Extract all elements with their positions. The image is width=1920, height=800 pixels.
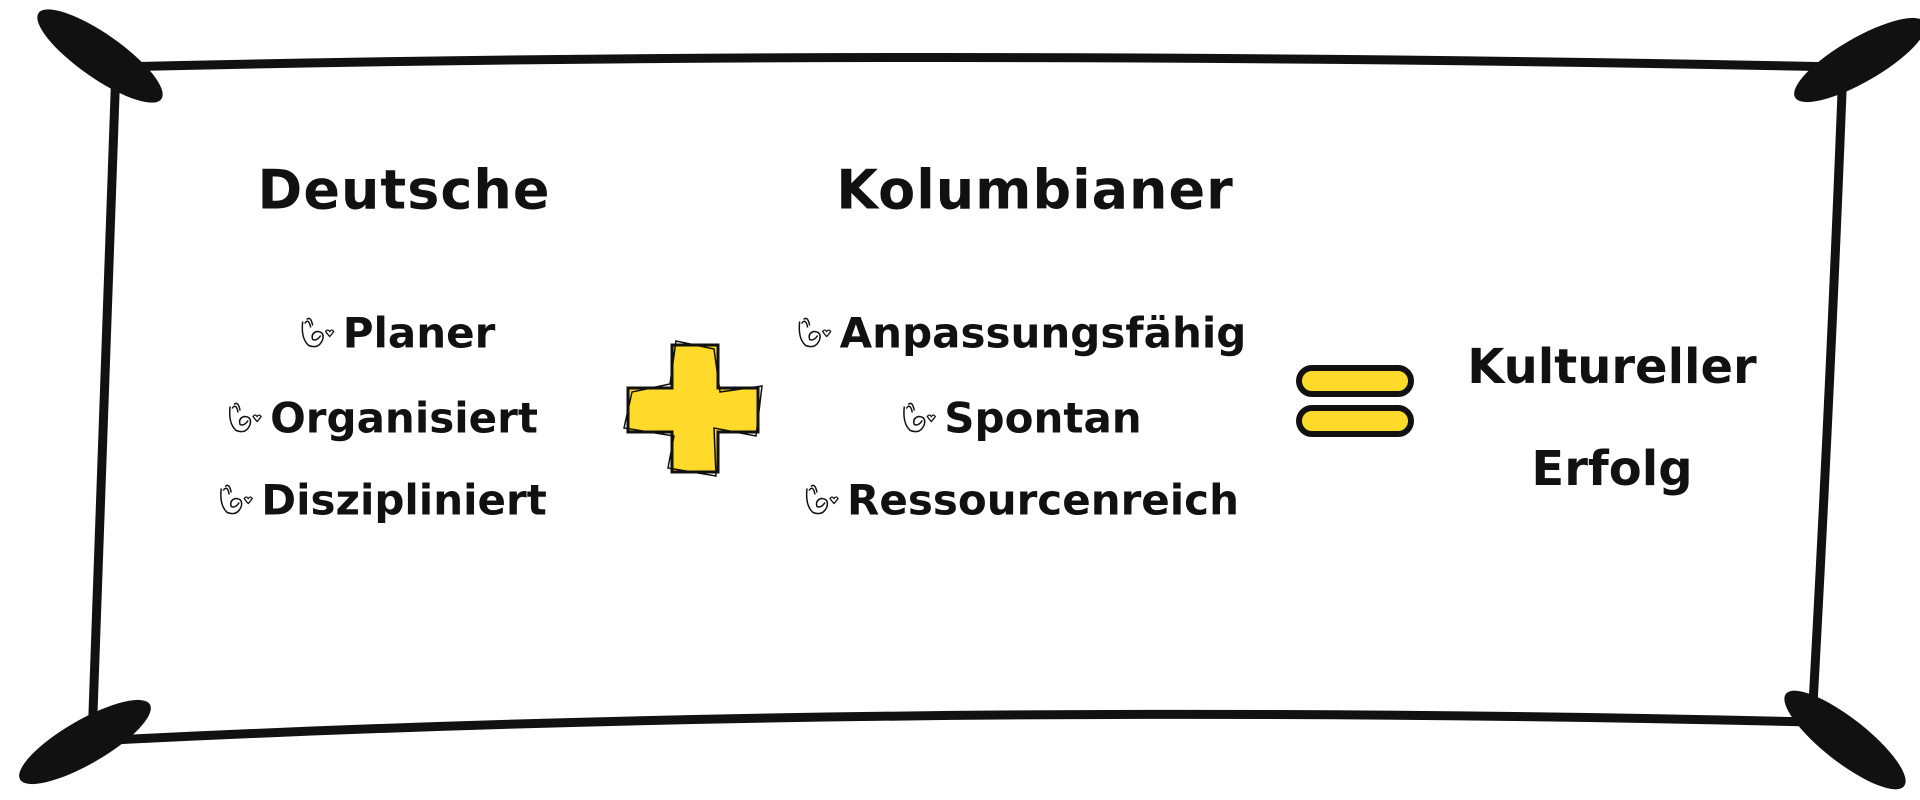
corner-pin-bl <box>19 699 151 785</box>
ok-hand-icon <box>220 484 254 514</box>
plus-icon <box>623 340 763 477</box>
right-item: Anpassungsfähig <box>792 308 1247 358</box>
ok-hand-icon <box>228 402 262 432</box>
equals-icon <box>1296 365 1414 437</box>
right-item: Spontan <box>896 393 1142 443</box>
ok-hand-icon <box>301 317 335 347</box>
item-label: Ressourcenreich <box>847 475 1239 525</box>
right-column-title: Kolumbianer <box>836 158 1234 222</box>
item-label: Planer <box>342 308 496 358</box>
item-label: Spontan <box>944 393 1142 443</box>
left-item: Planer <box>295 308 496 358</box>
left-column-title: Deutsche <box>257 158 551 222</box>
item-label: Organisiert <box>270 393 538 443</box>
corner-pin-tl <box>37 9 163 103</box>
left-item: Diszipliniert <box>213 476 547 525</box>
item-label: Anpassungsfähig <box>839 308 1247 358</box>
right-item: Ressourcenreich <box>799 476 1239 525</box>
ok-hand-icon <box>903 402 937 432</box>
ok-hand-icon <box>798 317 832 347</box>
left-item: Organisiert <box>222 394 538 443</box>
item-label: Diszipliniert <box>261 475 547 525</box>
corner-pin-br <box>1784 690 1906 790</box>
result-line-1: Kultureller <box>1467 339 1757 395</box>
corner-pin-tr <box>1794 17 1920 103</box>
ok-hand-icon <box>805 484 839 514</box>
result-line-2: Erfolg <box>1531 441 1693 497</box>
